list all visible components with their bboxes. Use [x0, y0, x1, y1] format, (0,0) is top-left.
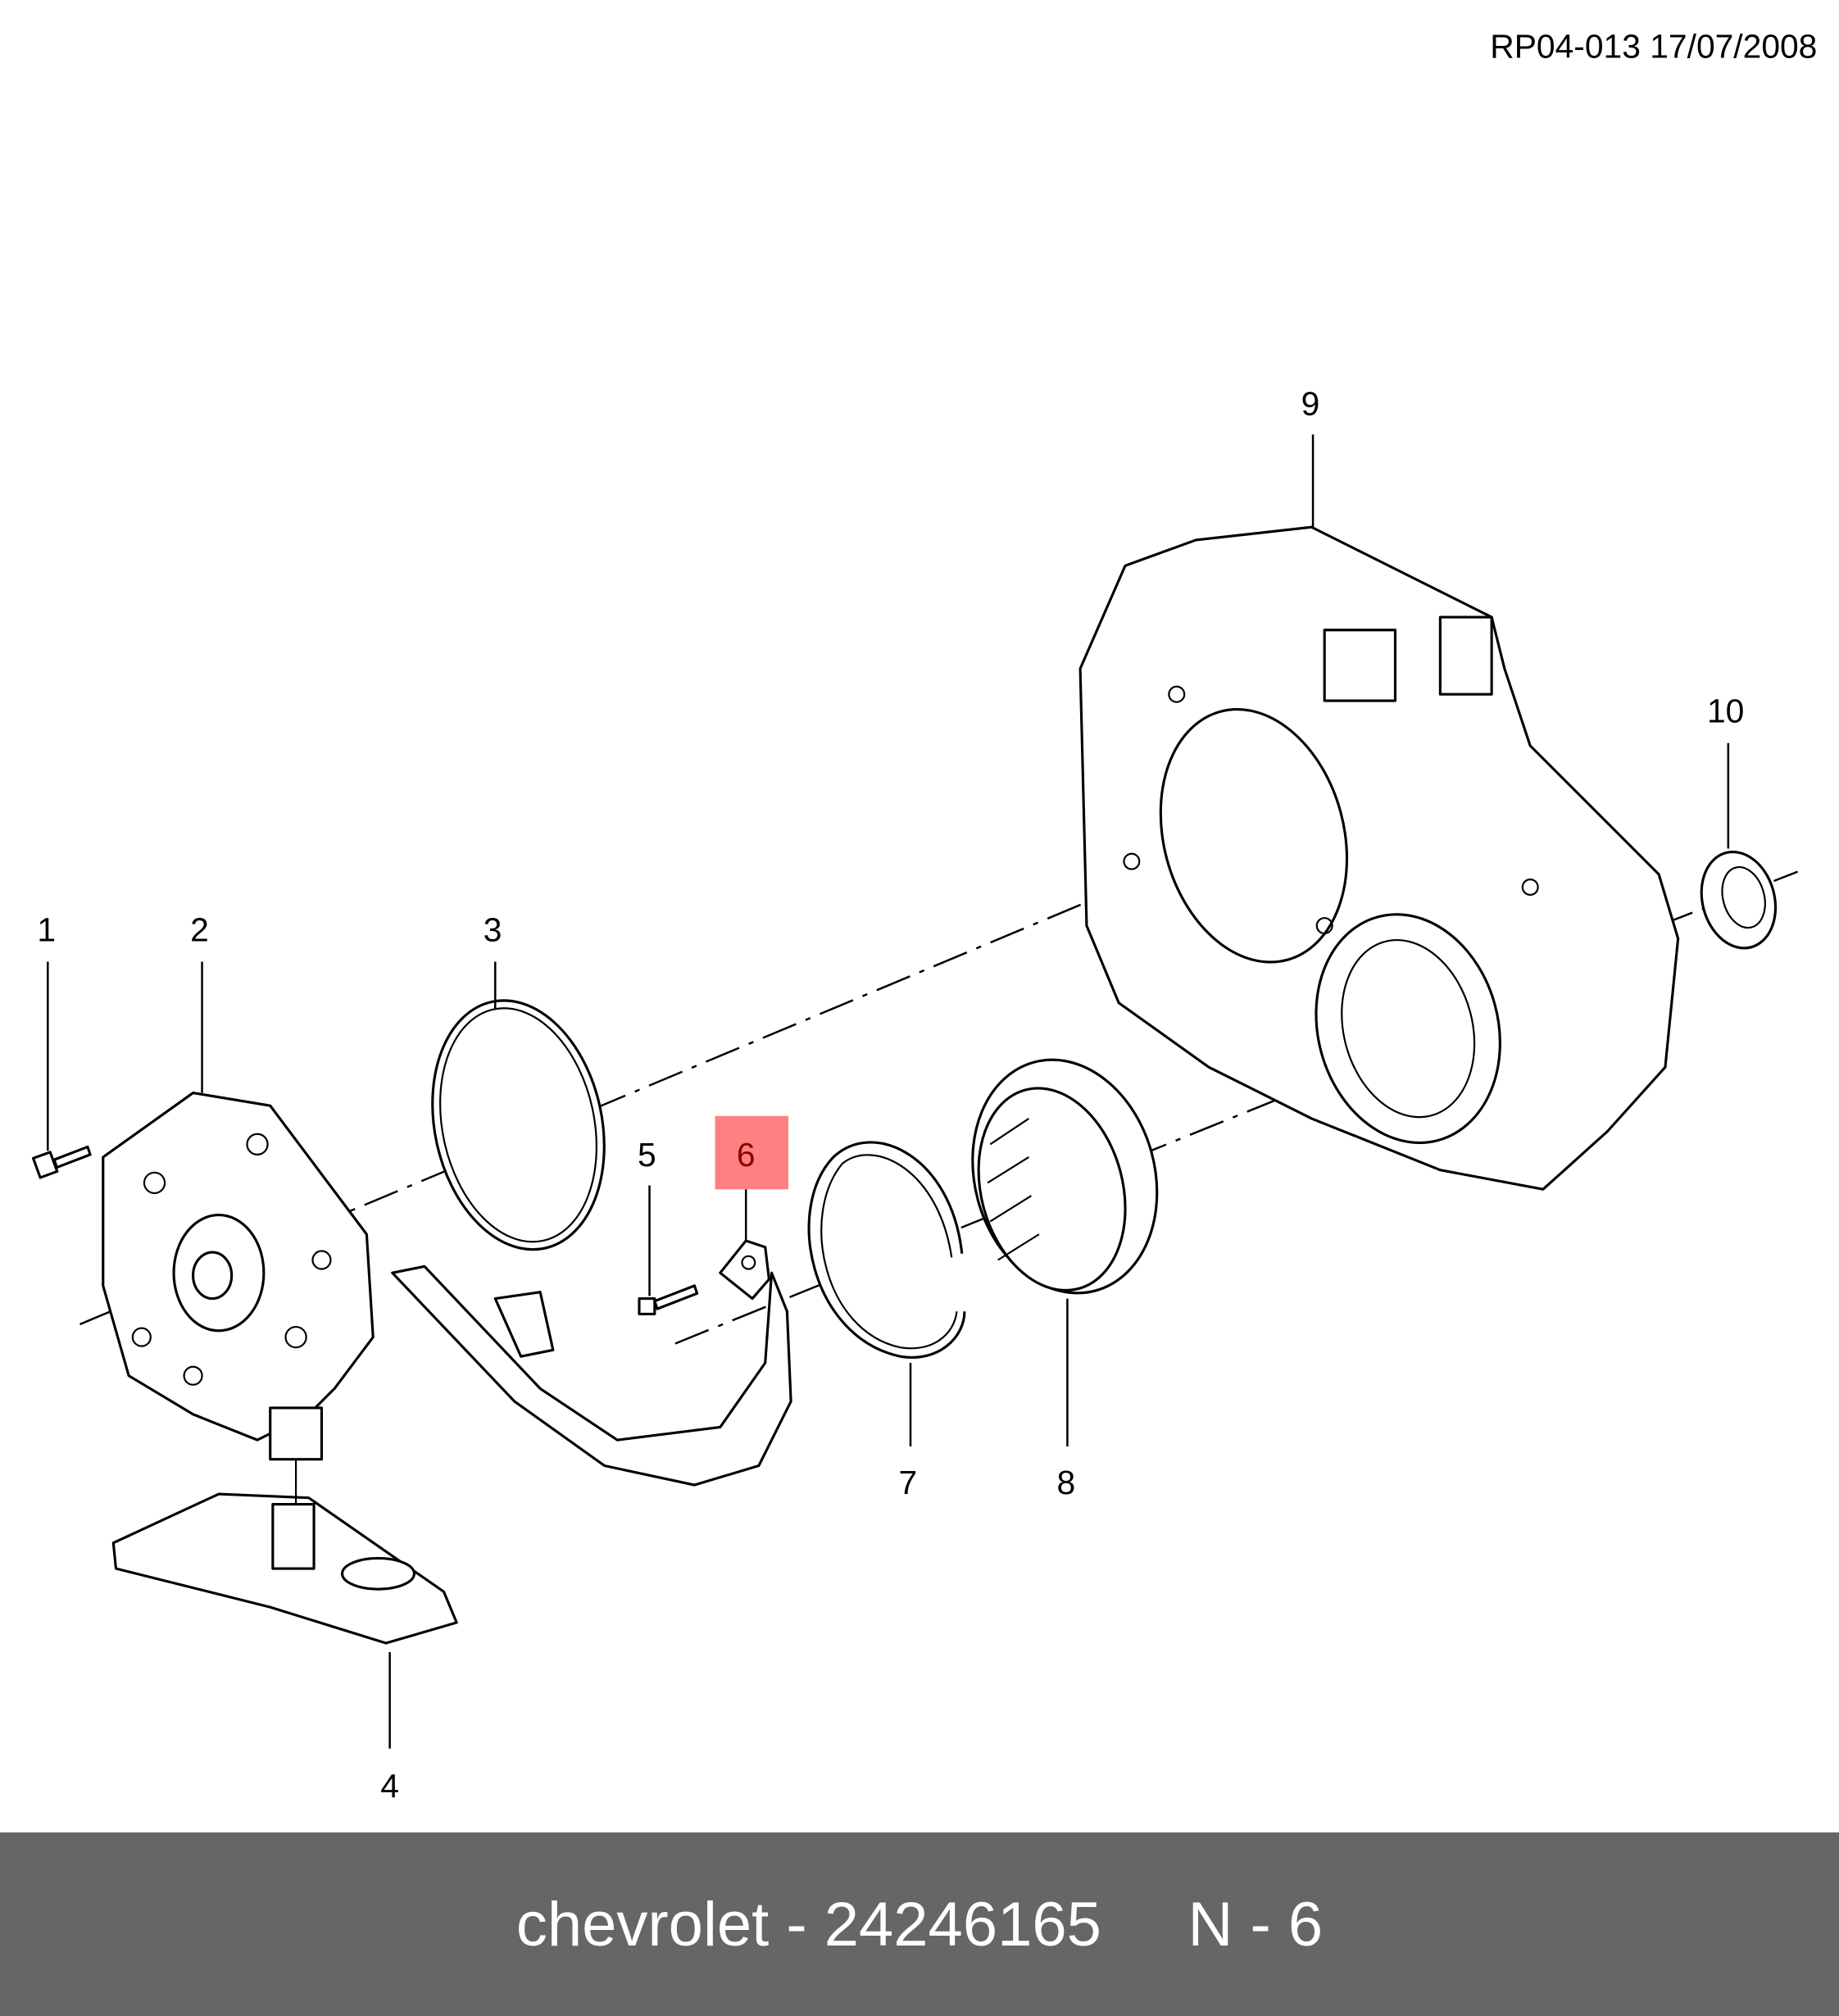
part-5-bolt[interactable] [638, 1284, 699, 1315]
part-9-transmission-case[interactable] [1078, 525, 1680, 1191]
callout-4[interactable]: 4 [380, 1767, 399, 1805]
part-10-seal[interactable] [1691, 843, 1787, 956]
reference-date: RP04-013 17/07/2008 [1490, 28, 1817, 66]
callout-1[interactable]: 1 [37, 910, 56, 948]
callout-6[interactable]: 6 [737, 1136, 756, 1174]
callout-3[interactable]: 3 [484, 910, 502, 948]
callout-10[interactable]: 10 [1707, 692, 1744, 730]
part-3-o-ring[interactable] [411, 984, 626, 1265]
part-6-anchor-pin[interactable] [719, 1239, 771, 1301]
callout-2[interactable]: 2 [190, 910, 209, 948]
band-assembly[interactable] [391, 1265, 792, 1487]
footer-bar: chevrolet - 24246165 N - 6 [0, 1832, 1839, 2016]
callout-9[interactable]: 9 [1301, 385, 1320, 423]
footer-part-number: chevrolet - 24246165 N - 6 [515, 1889, 1324, 1959]
part-1-bolt[interactable] [31, 1145, 92, 1179]
part-4-filter[interactable] [111, 1406, 458, 1645]
part-7-snap-ring[interactable] [807, 1141, 966, 1359]
callout-8[interactable]: 8 [1057, 1464, 1076, 1501]
callout-5[interactable]: 5 [638, 1136, 656, 1174]
leader-lines [47, 434, 1730, 1749]
callout-7[interactable]: 7 [899, 1464, 918, 1501]
part-2-valve-body[interactable] [102, 1091, 375, 1442]
highlight-box-6 [715, 1115, 788, 1190]
part-8-ring-gear[interactable] [947, 1039, 1183, 1314]
